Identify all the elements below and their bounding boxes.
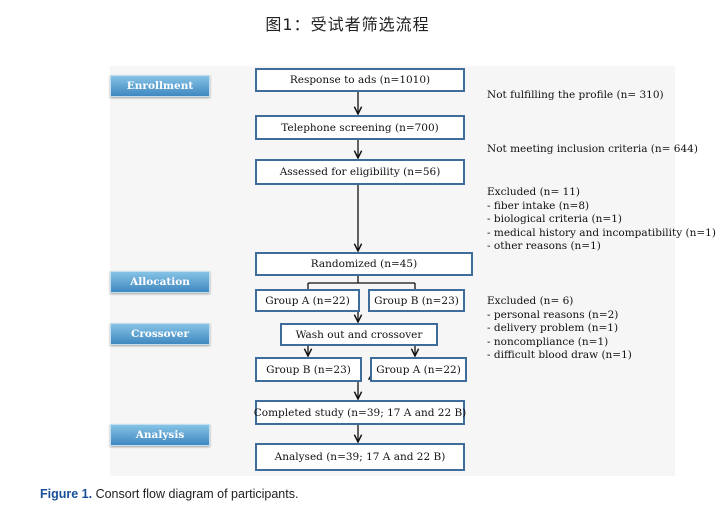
box-analysed: Analysed (n=39; 17 A and 22 B) bbox=[255, 443, 465, 471]
note-excluded-crossover-header: Excluded (n= 6) bbox=[487, 295, 574, 307]
stage-crossover: Crossover bbox=[110, 323, 210, 345]
stage-allocation: Allocation bbox=[110, 271, 210, 293]
figure-caption: Figure 1. Consort flow diagram of partic… bbox=[40, 487, 298, 501]
note-item: - difficult blood draw (n=1) bbox=[487, 349, 632, 361]
box-group-a-first: Group A (n=22) bbox=[255, 289, 360, 312]
box-group-b-second: Group B (n=23) bbox=[255, 357, 362, 382]
page-title: 图1：受试者筛选流程 bbox=[265, 15, 430, 34]
note-excluded-eligibility-header: Excluded (n= 11) bbox=[487, 186, 581, 198]
box-response-to-ads: Response to ads (n=1010) bbox=[255, 68, 465, 92]
note-item: - medical history and incompatibility (n… bbox=[487, 226, 716, 239]
note-not-meeting-inclusion: Not meeting inclusion criteria (n= 644) bbox=[487, 143, 698, 155]
box-assessed-eligibility: Assessed for eligibility (n=56) bbox=[255, 159, 465, 185]
box-randomized: Randomized (n=45) bbox=[255, 252, 473, 276]
note-item: - biological criteria (n=1) bbox=[487, 213, 622, 225]
stage-analysis: Analysis bbox=[110, 424, 210, 446]
box-group-a-second: Group A (n=22) bbox=[370, 357, 467, 382]
figure-caption-text: Consort flow diagram of participants. bbox=[92, 487, 299, 501]
note-excluded-crossover: Excluded (n= 6) - personal reasons (n=2)… bbox=[487, 295, 632, 363]
figure-caption-label: Figure 1. bbox=[40, 487, 93, 501]
note-item: - personal reasons (n=2) bbox=[487, 308, 619, 321]
box-telephone-screening: Telephone screening (n=700) bbox=[255, 115, 465, 140]
box-washout-crossover: Wash out and crossover bbox=[280, 323, 438, 346]
note-item: - fiber intake (n=8) bbox=[487, 199, 590, 212]
stage-enrollment: Enrollment bbox=[110, 75, 210, 97]
box-completed-study: Completed study (n=39; 17 A and 22 B) bbox=[254, 400, 466, 425]
note-not-fulfilling-profile: Not fulfilling the profile (n= 310) bbox=[487, 89, 664, 101]
note-item: - noncompliance (n=1) bbox=[487, 335, 609, 348]
box-group-b-first: Group B (n=23) bbox=[368, 289, 465, 312]
note-item: - other reasons (n=1) bbox=[487, 240, 601, 252]
note-item: - delivery problem (n=1) bbox=[487, 322, 619, 334]
note-excluded-eligibility: Excluded (n= 11) - fiber intake (n=8) - … bbox=[487, 186, 716, 254]
